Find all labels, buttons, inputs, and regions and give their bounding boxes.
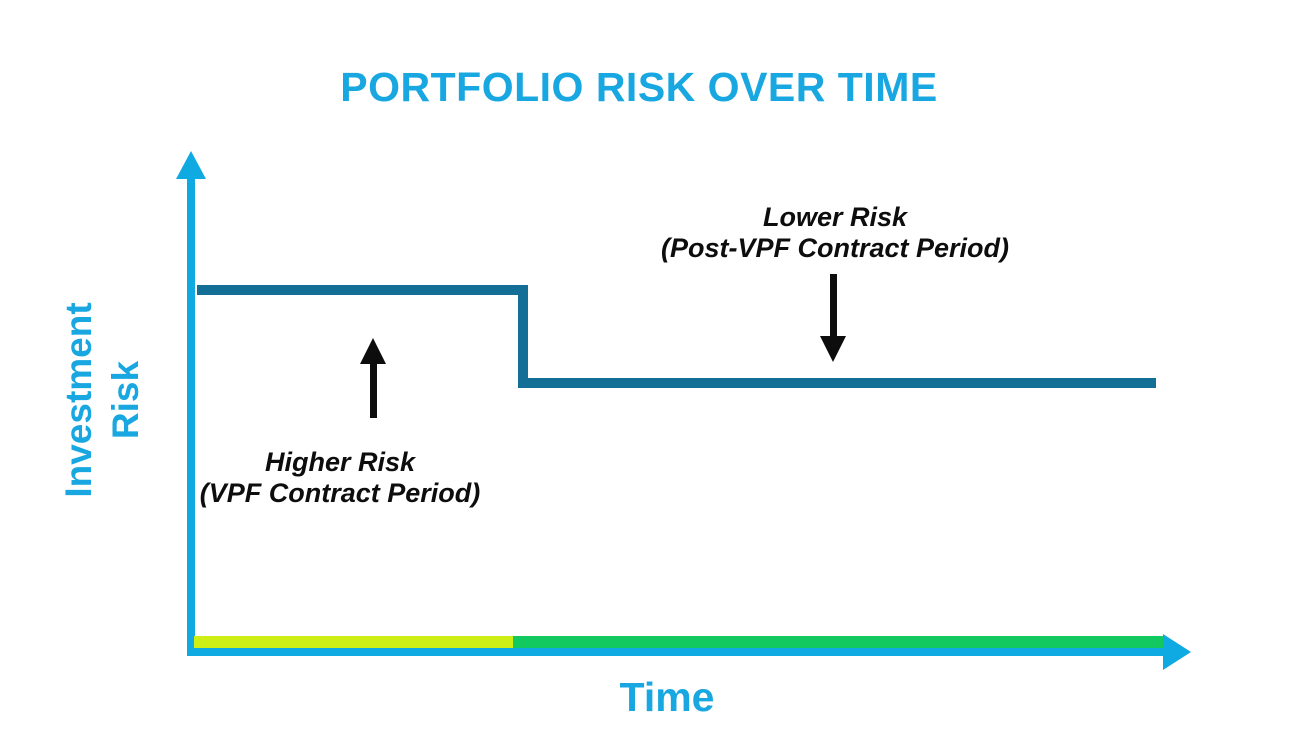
y-axis	[187, 168, 195, 656]
annotation-higher-risk-line2: (VPF Contract Period)	[199, 478, 481, 508]
risk-line-high-segment	[197, 285, 528, 295]
up-arrow-icon	[370, 362, 377, 418]
chart-title: PORTFOLIO RISK OVER TIME	[340, 64, 938, 110]
annotation-lower-risk-line1: Lower Risk	[762, 202, 908, 232]
y-axis-label: Investment Risk	[55, 150, 151, 650]
down-arrow-head-icon	[820, 336, 846, 362]
annotation-higher-risk: Higher Risk (VPF Contract Period)	[140, 447, 540, 509]
annotation-lower-risk: Lower Risk (Post-VPF Contract Period)	[635, 202, 1035, 264]
x-axis-segment-vpf-period	[194, 636, 513, 648]
right-arrowhead-icon	[1163, 634, 1191, 670]
annotation-lower-risk-line2: (Post-VPF Contract Period)	[660, 233, 1010, 263]
x-axis-label: Time	[619, 674, 715, 720]
x-axis-segment-post-vpf-period	[513, 636, 1163, 648]
y-axis-label-line2: Risk	[105, 360, 146, 440]
risk-line-low-segment	[518, 378, 1156, 388]
down-arrow-icon	[830, 274, 837, 338]
risk-line-step-drop	[518, 285, 528, 388]
annotation-higher-risk-line1: Higher Risk	[264, 447, 416, 477]
x-axis	[187, 648, 1163, 656]
up-arrow-head-icon	[360, 338, 386, 364]
y-axis-label-line1: Investment	[58, 302, 99, 498]
up-arrowhead-icon	[176, 151, 206, 179]
